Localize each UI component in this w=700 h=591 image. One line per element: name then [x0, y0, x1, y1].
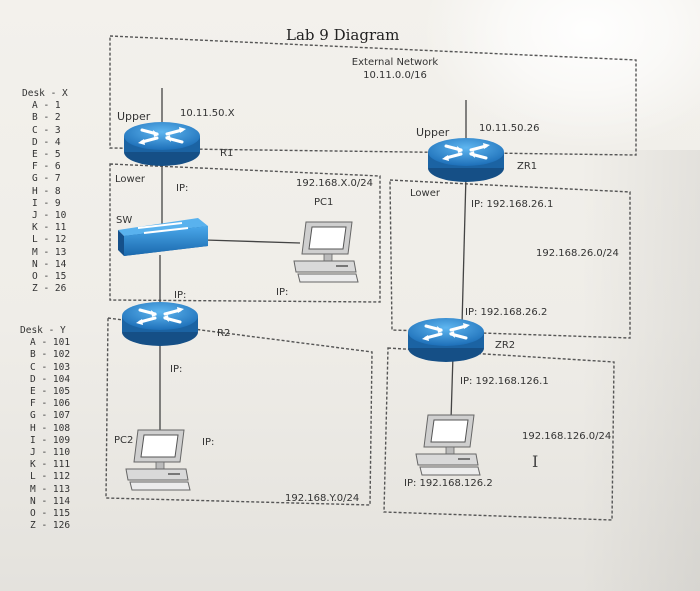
r1-label: R1	[220, 148, 234, 159]
pc2-icon	[125, 429, 191, 491]
pc1-label: PC1	[314, 197, 334, 208]
r1-upper-label: Upper	[117, 110, 151, 123]
router-zr2-icon	[406, 316, 486, 364]
desk-y-row: O - 115	[30, 508, 71, 520]
r2-top-ip: IP:	[174, 290, 187, 301]
pc1-ip: IP:	[276, 287, 289, 298]
lan-x-subnet: 192.168.X.0/24	[296, 178, 374, 189]
lan-26-subnet: 192.168.26.0/24	[536, 248, 619, 259]
diagram-title: Lab 9 Diagram	[286, 26, 400, 44]
r1-upper-ip: 10.11.50.X	[180, 108, 235, 119]
desk-y-row: D - 104	[30, 373, 71, 385]
zr2-label: ZR2	[495, 340, 516, 351]
links	[159, 88, 467, 430]
desk-x-row: K - 11	[32, 222, 67, 234]
desk-x-row: I - 9	[32, 197, 61, 209]
zr1-lower-label: Lower	[410, 188, 440, 199]
lan-x-boundary	[109, 163, 381, 303]
desk-y-header: Desk - Y	[20, 325, 66, 336]
desk-y-row: G - 107	[30, 410, 71, 422]
pc2-label: PC2	[114, 435, 134, 446]
router-r1-icon	[122, 120, 202, 168]
router-r2-icon	[120, 300, 200, 348]
r1-lower-ip: IP:	[176, 183, 189, 194]
desk-x-row: L - 12	[32, 234, 67, 246]
zr2-pc-link	[450, 354, 454, 421]
desk-x-row: G - 7	[32, 173, 61, 185]
text-cursor-icon: I	[532, 452, 539, 471]
desk-y-row: H - 108	[30, 422, 71, 434]
r1-lower-label: Lower	[115, 174, 145, 185]
desk-y-row: Z - 126	[30, 520, 71, 532]
desk-y-row: J - 110	[30, 447, 71, 459]
lan-26-boundary	[389, 179, 631, 339]
desk-x-row: F - 6	[32, 161, 61, 173]
network-boundaries	[105, 35, 637, 521]
lan-y-subnet: 192.168.Y.0/24	[285, 493, 360, 504]
switch-sw-icon	[118, 218, 208, 256]
zr1-lower-ip: IP: 192.168.26.1	[471, 199, 554, 210]
desk-y-row: E - 105	[30, 386, 71, 398]
desk-x-row: B - 2	[32, 112, 61, 124]
pc1-icon	[293, 221, 359, 283]
desk-x-row: H - 8	[32, 185, 61, 197]
desk-x-row: M - 13	[32, 246, 67, 258]
desk-y-row: F - 106	[30, 398, 71, 410]
desk-x-row: J - 10	[32, 210, 67, 222]
desk-y-row: K - 111	[30, 459, 71, 471]
desk-x-row: Z - 26	[32, 283, 67, 295]
desk-y-row: I - 109	[30, 434, 71, 446]
external-network-name: External Network	[351, 57, 439, 68]
external-network-boundary	[109, 35, 637, 156]
sw-label: SW	[116, 215, 133, 226]
zr1-upper-label: Upper	[416, 126, 450, 139]
desk-x-row: A - 1	[32, 100, 61, 112]
desk-y-row: N - 114	[30, 495, 71, 507]
desk-y-row: L - 112	[30, 471, 71, 483]
desk-x-row: N - 14	[32, 258, 67, 270]
zr1-zr2-link	[461, 174, 467, 326]
zr1-upper-ip: 10.11.50.26	[479, 123, 540, 134]
desk-x-row: C - 3	[32, 124, 61, 136]
desk-y-row: C - 103	[30, 361, 71, 373]
desk-y-row: B - 102	[30, 349, 71, 361]
lan-y-boundary	[105, 317, 373, 506]
desk-x-header: Desk - X	[22, 88, 68, 99]
zr-pc-ip: IP: 192.168.126.2	[404, 478, 493, 489]
lan-126-subnet: 192.168.126.0/24	[522, 431, 612, 442]
desk-x-row: E - 5	[32, 149, 61, 161]
zr1-label: ZR1	[517, 161, 538, 172]
external-network-subnet: 10.11.0.0/16	[363, 70, 427, 81]
zr2-top-ip: IP: 192.168.26.2	[465, 307, 548, 318]
desk-y-row: M - 113	[30, 483, 71, 495]
desk-x-row: D - 4	[32, 136, 61, 148]
r2-bottom-ip: IP:	[170, 364, 183, 375]
desk-y-row: A - 101	[30, 337, 71, 349]
sw-pc1-link	[204, 239, 301, 244]
lan-126-boundary	[383, 347, 615, 521]
router-zr1-icon	[426, 136, 506, 184]
external-network-label: External Network 10.11.0.0/16	[345, 56, 445, 82]
r2-label: R2	[217, 328, 231, 339]
zr-pc-icon	[415, 414, 481, 476]
desk-x-row: O - 15	[32, 271, 67, 283]
zr2-bottom-ip: IP: 192.168.126.1	[460, 376, 549, 387]
pc2-ip: IP:	[202, 437, 215, 448]
